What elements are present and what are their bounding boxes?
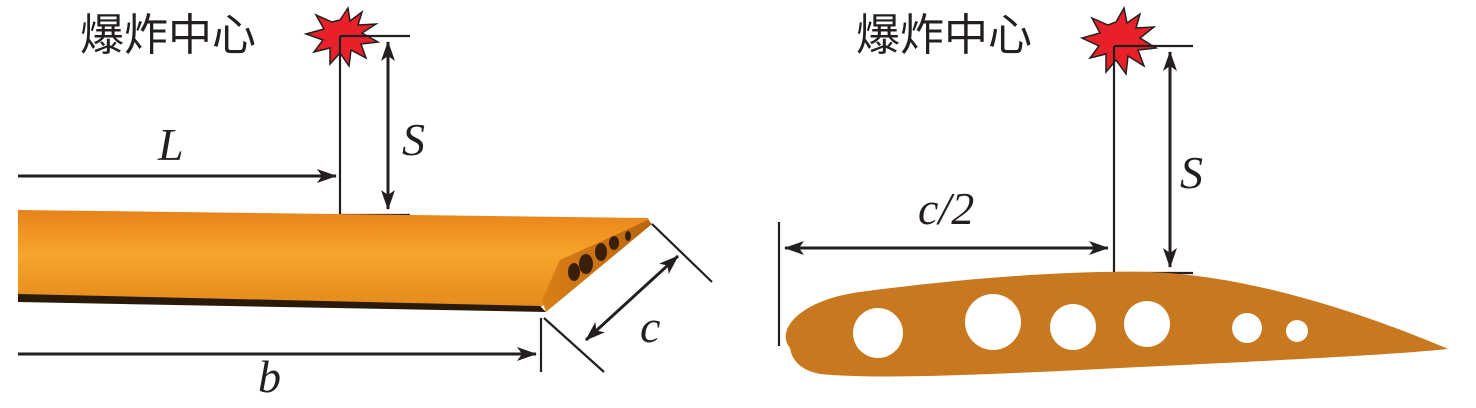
right-explosion-icon <box>1079 5 1159 77</box>
left-panel: 爆炸中心 S L c b <box>18 5 713 402</box>
right-explosion-label: 爆炸中心 <box>856 10 1032 61</box>
left-l-label: L <box>157 119 184 170</box>
left-explosion-label: 爆炸中心 <box>80 10 256 61</box>
left-c-ext-bottom <box>543 317 605 373</box>
left-s-label: S <box>402 114 425 165</box>
left-c-ext-top <box>651 223 713 283</box>
right-s-label: S <box>1180 147 1203 198</box>
right-half-chord-label: c/2 <box>918 183 974 234</box>
airfoil-holes <box>853 294 1308 358</box>
left-c-label: c <box>640 301 660 352</box>
left-c-arrow <box>584 254 680 342</box>
left-b-label: b <box>258 351 281 402</box>
blade-body <box>18 210 650 308</box>
right-panel: 爆炸中心 S c/2 <box>777 5 1448 377</box>
airfoil-section <box>785 271 1448 377</box>
blade-underside <box>18 294 546 312</box>
